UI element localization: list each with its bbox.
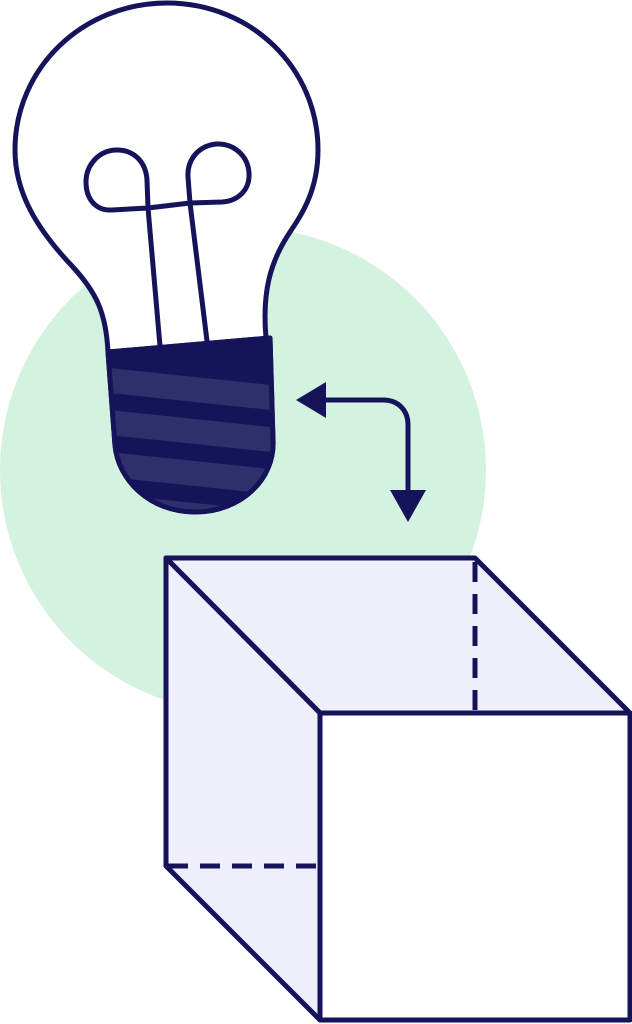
open-box-icon [163,555,632,1023]
arrow-icon [296,382,426,522]
bulb-glass [12,0,321,355]
box-front [317,710,632,1023]
bulb-base-outline [105,335,276,515]
filament [83,141,252,349]
